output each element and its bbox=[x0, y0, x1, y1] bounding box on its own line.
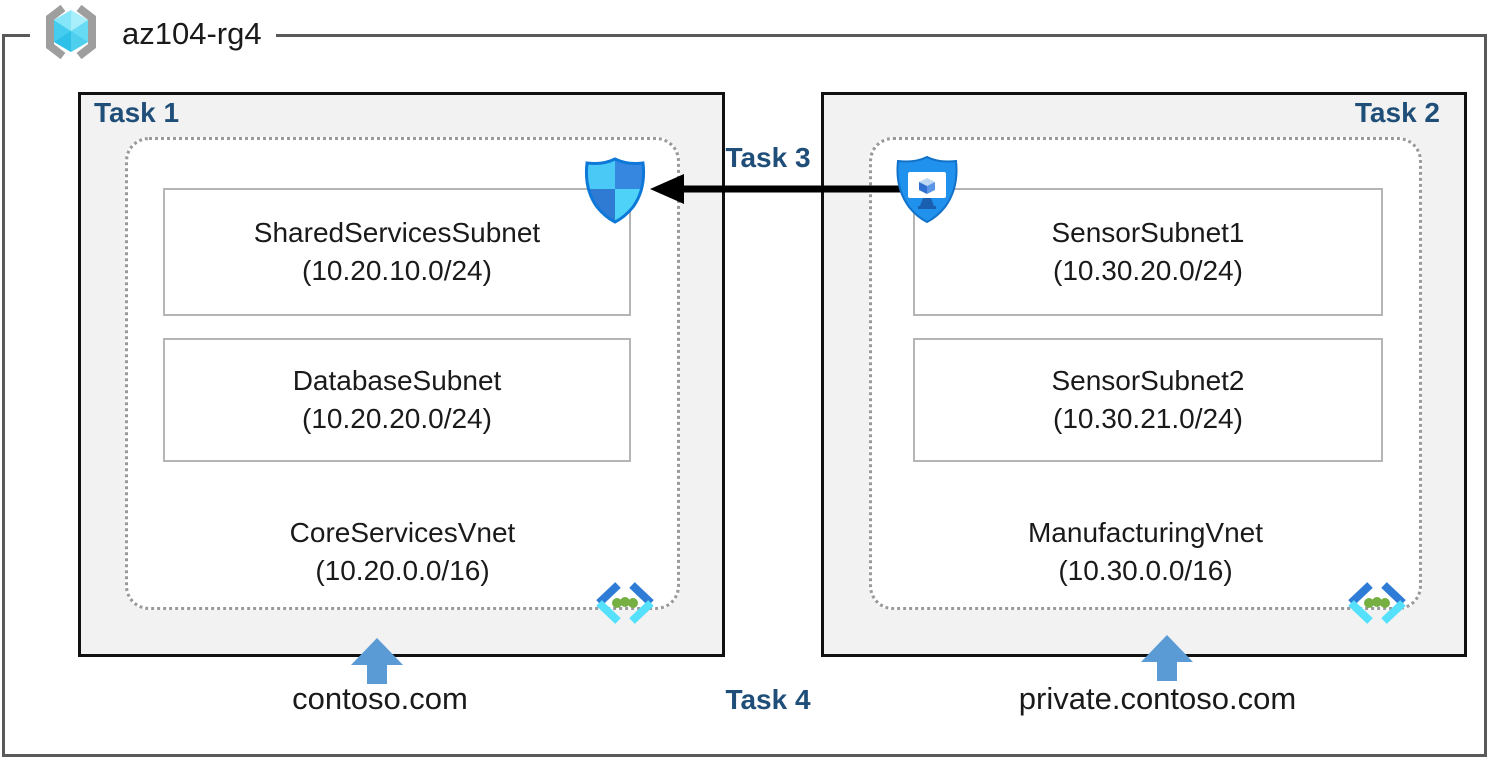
resource-group-icon bbox=[36, 1, 106, 68]
vnet-name: ManufacturingVnet bbox=[1027, 517, 1264, 548]
subnet-name: SensorSubnet1 bbox=[1051, 217, 1245, 249]
database-subnet-box: DatabaseSubnet (10.20.20.0/24) bbox=[163, 338, 631, 462]
subnet-name: SharedServicesSubnet bbox=[253, 217, 541, 249]
vnet-cidr: (10.20.0.0/16) bbox=[315, 554, 490, 586]
subnet-name: DatabaseSubnet bbox=[292, 365, 502, 397]
sensor-subnet1-box: SensorSubnet1 (10.30.20.0/24) bbox=[913, 188, 1383, 316]
sensor-subnet2-box: SensorSubnet2 (10.30.21.0/24) bbox=[913, 338, 1383, 462]
nsg-shield-icon bbox=[583, 156, 647, 224]
task2-label: Task 2 bbox=[1354, 97, 1440, 128]
up-arrow-icon bbox=[351, 638, 403, 684]
virtual-network-icon bbox=[1344, 580, 1410, 626]
task3-label: Task 3 bbox=[725, 142, 811, 173]
manufacturing-vnet-label: ManufacturingVnet (10.30.0.0/16) bbox=[869, 514, 1422, 590]
resource-group-name: az104-rg4 bbox=[122, 16, 262, 51]
subnet-cidr: (10.30.20.0/24) bbox=[1053, 255, 1243, 286]
subnet-cidr: (10.30.21.0/24) bbox=[1053, 403, 1243, 434]
core-services-vnet-label: CoreServicesVnet (10.20.0.0/16) bbox=[125, 514, 680, 590]
subnet-cidr: (10.20.10.0/24) bbox=[302, 255, 492, 286]
left-arrow-connector bbox=[648, 171, 906, 207]
task1-label: Task 1 bbox=[94, 97, 180, 128]
up-arrow-icon bbox=[1141, 635, 1193, 681]
task4-label: Task 4 bbox=[725, 684, 811, 715]
vnet-name: CoreServicesVnet bbox=[289, 517, 516, 548]
subnet-name: SensorSubnet2 bbox=[1051, 365, 1245, 397]
resource-group-label: az104-rg4 bbox=[30, 0, 276, 68]
subnet-cidr: (10.20.20.0/24) bbox=[302, 403, 492, 434]
shared-services-subnet-box: SharedServicesSubnet (10.20.10.0/24) bbox=[163, 188, 631, 316]
contoso-domain-label: contoso.com bbox=[292, 681, 468, 716]
vnet-cidr: (10.30.0.0/16) bbox=[1058, 554, 1233, 586]
private-contoso-domain-label: private.contoso.com bbox=[1018, 681, 1297, 716]
virtual-network-icon bbox=[592, 580, 658, 626]
shield-monitor-icon bbox=[894, 154, 960, 224]
